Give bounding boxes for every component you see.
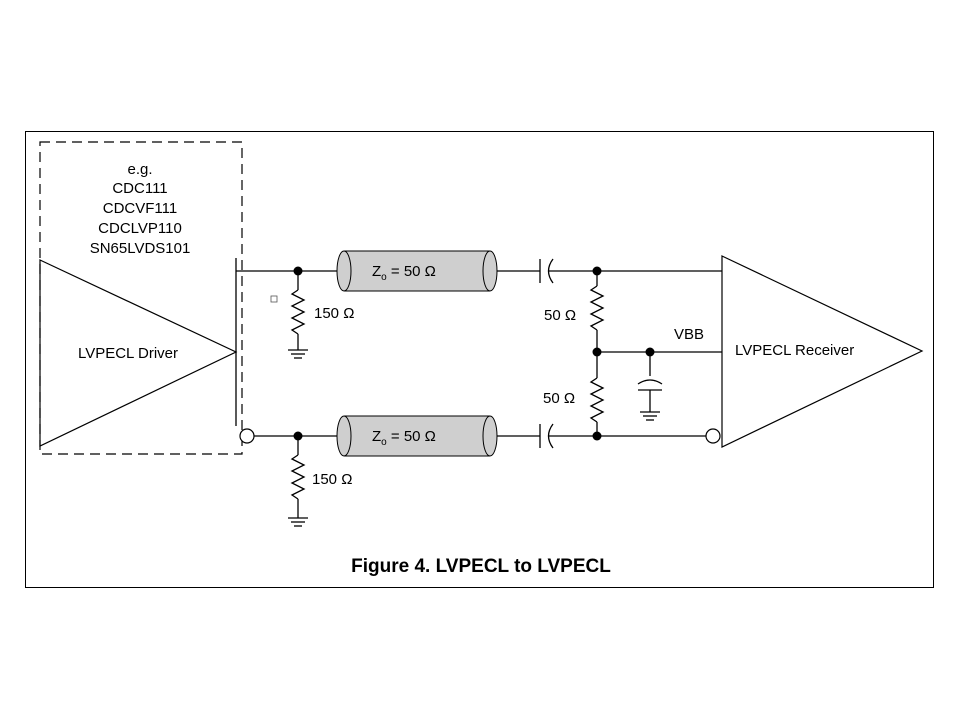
impedance-label-bottom: Zo = 50 Ω	[372, 428, 436, 448]
resistor-pulldown-top	[290, 289, 306, 335]
small-square-glyph	[270, 295, 278, 303]
transmission-line-bottom	[336, 415, 498, 457]
driver-example-3: CDCLVP110	[98, 220, 182, 237]
figure-frame	[25, 131, 934, 588]
driver-example-2: CDCVF111	[103, 200, 177, 217]
driver-example-0: e.g.	[127, 161, 152, 178]
resistor-pulldown-bottom	[290, 454, 306, 500]
driver-inverting-output-bubble	[239, 428, 255, 444]
vbb-bypass-capacitor	[637, 379, 663, 391]
ground-symbol	[288, 517, 308, 527]
driver-example-4: SN65LVDS101	[90, 240, 191, 257]
impedance-label-top: Zo = 50 Ω	[372, 263, 436, 283]
driver-triangle	[39, 259, 238, 447]
figure-caption: Figure 4. LVPECL to LVPECL	[351, 556, 611, 577]
receiver-triangle	[721, 255, 924, 448]
driver-label: LVPECL Driver	[78, 345, 178, 362]
resistor-label-termination-top: 50 Ω	[544, 307, 576, 324]
resistor-termination-bottom	[589, 377, 605, 423]
receiver-inverting-input-bubble	[705, 428, 721, 444]
ground-symbol	[640, 411, 660, 421]
receiver-label: LVPECL Receiver	[735, 342, 854, 359]
driver-example-1: CDC111	[112, 180, 167, 197]
resistor-label-pulldown-top: 150 Ω	[314, 305, 354, 322]
resistor-label-termination-bottom: 50 Ω	[543, 390, 575, 407]
resistor-termination-top	[589, 285, 605, 331]
driver-examples: e.g. CDC111 CDCVF111 CDCLVP110 SN65LVDS1…	[90, 161, 191, 257]
resistor-label-pulldown-bottom: 150 Ω	[312, 471, 352, 488]
ground-symbol	[288, 349, 308, 359]
vbb-label: VBB	[674, 326, 704, 343]
transmission-line-top	[336, 250, 498, 292]
junction-dot	[592, 431, 602, 441]
